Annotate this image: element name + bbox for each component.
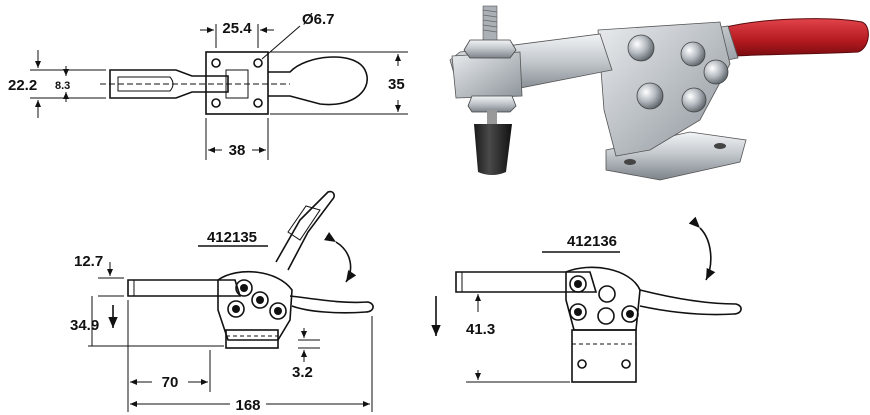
dim-total-label: 168 bbox=[235, 397, 260, 414]
dim-arm-label: 70 bbox=[162, 374, 179, 391]
top-view-drawing bbox=[30, 24, 408, 160]
part-number-412135: 412135 bbox=[207, 229, 257, 246]
dim-left-height-label: 22.2 bbox=[8, 77, 37, 94]
dim-base-label: 38 bbox=[229, 142, 246, 159]
clamp-product-photo bbox=[449, 5, 869, 181]
dim-width-label: 25.4 bbox=[222, 20, 252, 37]
rotation-arrow-icon bbox=[323, 231, 357, 283]
side-view-412136-drawing bbox=[455, 251, 742, 383]
dim-top-label: 12.7 bbox=[74, 253, 103, 270]
dim-inner-label: 8.3 bbox=[55, 80, 70, 92]
rotation-arrow-icon bbox=[688, 216, 716, 281]
dim-hole-label: Ø6.7 bbox=[302, 11, 335, 28]
part-number-412136: 412136 bbox=[567, 233, 617, 250]
dim-base-thickness-label: 3.2 bbox=[292, 364, 313, 381]
dim-height-label: 34.9 bbox=[70, 317, 99, 334]
side-view-412135-drawing bbox=[88, 190, 374, 412]
dim-height-b-label: 41.3 bbox=[466, 321, 495, 338]
dim-right-height-label: 35 bbox=[388, 76, 405, 93]
